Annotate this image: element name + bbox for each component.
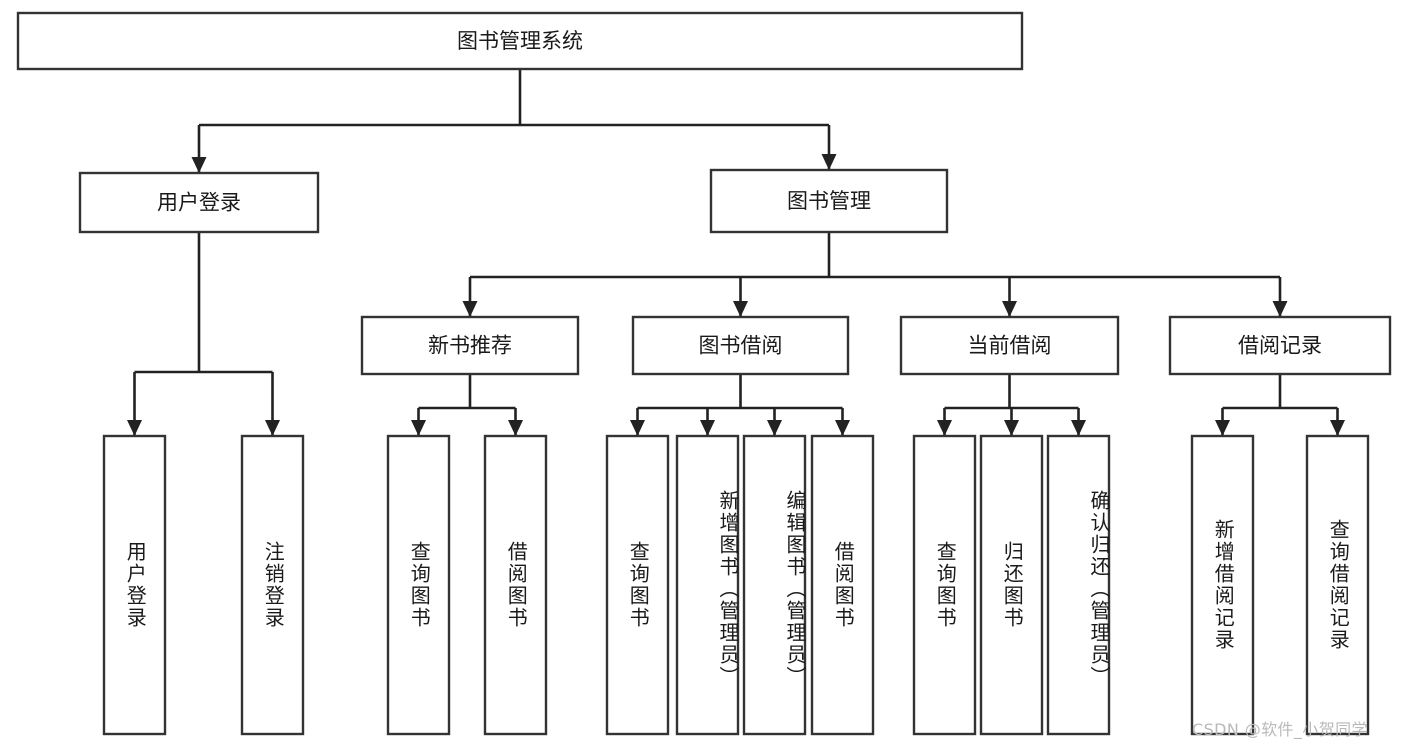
node-label-current-borrow: 当前借阅 bbox=[968, 334, 1052, 358]
node-box-leaf-edit-book[interactable] bbox=[742, 434, 807, 736]
node-leaf-borrow-book-recommend[interactable] bbox=[483, 434, 548, 736]
node-box-book-borrow[interactable] bbox=[631, 315, 850, 376]
node-leaf-add-book[interactable] bbox=[675, 434, 740, 736]
arrow-head-icon bbox=[191, 157, 207, 173]
arrow-head-icon bbox=[508, 420, 523, 436]
node-root[interactable] bbox=[16, 11, 1024, 71]
node-user-login[interactable] bbox=[78, 171, 320, 234]
node-box-leaf-query-borrow-record[interactable] bbox=[1305, 434, 1370, 736]
node-box-current-borrow[interactable] bbox=[899, 315, 1120, 376]
arrow-head-icon bbox=[127, 420, 142, 436]
node-new-book-recommend[interactable] bbox=[360, 315, 580, 376]
arrow-head-icon bbox=[1002, 301, 1017, 317]
node-current-borrow[interactable] bbox=[899, 315, 1120, 376]
node-leaf-edit-book[interactable] bbox=[742, 434, 807, 736]
arrow-head-icon bbox=[937, 420, 952, 436]
node-leaf-query-book-current[interactable] bbox=[912, 434, 977, 736]
arrow-head-icon bbox=[630, 420, 645, 436]
arrow-head-icon bbox=[1272, 301, 1288, 317]
arrow-head-icon bbox=[1215, 420, 1230, 436]
node-leaf-add-borrow-record[interactable] bbox=[1190, 434, 1255, 736]
arrow-head-icon bbox=[821, 154, 837, 170]
node-leaf-user-logout[interactable] bbox=[240, 434, 305, 736]
connectors-layer bbox=[127, 69, 1345, 436]
node-box-root[interactable] bbox=[16, 11, 1024, 71]
node-label-book-manage: 图书管理 bbox=[787, 189, 871, 213]
node-box-leaf-confirm-return[interactable] bbox=[1046, 434, 1111, 736]
arrow-head-icon bbox=[265, 420, 280, 436]
arrow-head-icon bbox=[767, 420, 782, 436]
node-box-leaf-return-book[interactable] bbox=[979, 434, 1044, 736]
node-box-new-book-recommend[interactable] bbox=[360, 315, 580, 376]
node-box-leaf-borrow-book-recommend[interactable] bbox=[483, 434, 548, 736]
csdn-watermark: CSDN @软件_小贺同学 bbox=[1192, 720, 1368, 739]
arrow-head-icon bbox=[1071, 420, 1086, 436]
node-leaf-query-book-borrow[interactable] bbox=[605, 434, 670, 736]
node-leaf-user-login[interactable] bbox=[102, 434, 167, 736]
arrow-head-icon bbox=[835, 420, 850, 436]
node-leaf-return-book[interactable] bbox=[979, 434, 1044, 736]
node-leaf-query-book-recommend[interactable] bbox=[386, 434, 451, 736]
node-box-borrow-record[interactable] bbox=[1168, 315, 1392, 376]
node-borrow-record[interactable] bbox=[1168, 315, 1392, 376]
node-label-borrow-record: 借阅记录 bbox=[1238, 334, 1322, 358]
node-label-user-login: 用户登录 bbox=[157, 191, 241, 215]
boxes-layer bbox=[16, 11, 1392, 736]
node-box-leaf-borrow-book[interactable] bbox=[810, 434, 875, 736]
node-label-book-borrow: 图书借阅 bbox=[699, 334, 783, 358]
node-label-new-book-recommend: 新书推荐 bbox=[428, 334, 512, 358]
arrow-head-icon bbox=[1004, 420, 1019, 436]
arrow-head-icon bbox=[1330, 420, 1345, 436]
arrow-head-icon bbox=[411, 420, 426, 436]
node-box-leaf-user-logout[interactable] bbox=[240, 434, 305, 736]
node-label-root: 图书管理系统 bbox=[457, 29, 583, 53]
node-leaf-borrow-book[interactable] bbox=[810, 434, 875, 736]
node-box-leaf-add-borrow-record[interactable] bbox=[1190, 434, 1255, 736]
arrow-head-icon bbox=[462, 301, 478, 317]
node-box-leaf-add-book[interactable] bbox=[675, 434, 740, 736]
arrow-head-icon bbox=[733, 301, 748, 317]
node-box-book-manage[interactable] bbox=[709, 168, 949, 234]
node-box-leaf-query-book-borrow[interactable] bbox=[605, 434, 670, 736]
node-box-leaf-query-book-current[interactable] bbox=[912, 434, 977, 736]
node-leaf-query-borrow-record[interactable] bbox=[1305, 434, 1370, 736]
node-book-borrow[interactable] bbox=[631, 315, 850, 376]
node-book-manage[interactable] bbox=[709, 168, 949, 234]
arrow-head-icon bbox=[700, 420, 715, 436]
node-box-user-login[interactable] bbox=[78, 171, 320, 234]
node-leaf-confirm-return[interactable] bbox=[1046, 434, 1111, 736]
node-box-leaf-query-book-recommend[interactable] bbox=[386, 434, 451, 736]
node-box-leaf-user-login[interactable] bbox=[102, 434, 167, 736]
